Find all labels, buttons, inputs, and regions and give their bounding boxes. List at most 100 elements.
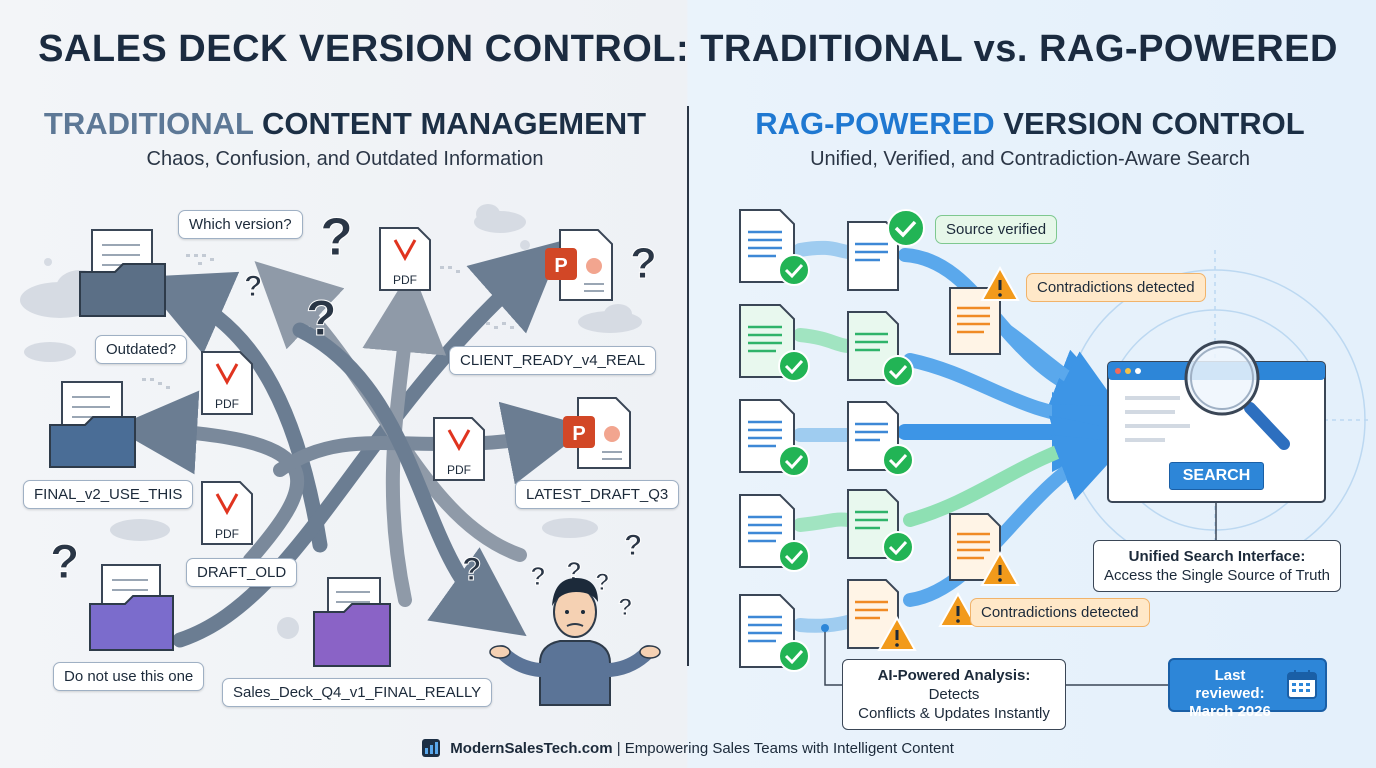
- connector-lines: [824, 503, 1217, 686]
- which-version-label: Which version?: [178, 210, 303, 239]
- center-divider: [687, 106, 689, 666]
- flow-path: [994, 319, 1119, 407]
- pdf-icon: PDF: [201, 351, 253, 415]
- unified-search-title: Unified Search Interface:: [1128, 548, 1306, 565]
- doc-icon: [949, 513, 1001, 581]
- svg-text:?: ?: [595, 569, 610, 596]
- left-illustration: PDF PDF PDF PDF P P ? ? ? ? ? ? ?: [20, 204, 661, 706]
- pdf-text: PDF: [215, 527, 239, 541]
- latest-draft-label: LATEST_DRAFT_Q3: [515, 480, 680, 509]
- flow-path: [903, 415, 1126, 527]
- data-flows: [793, 240, 1132, 633]
- folder-icon: [79, 229, 166, 317]
- check-icon: [778, 445, 810, 477]
- doc-icon: [847, 489, 899, 559]
- ai-analysis-title: AI-Powered Analysis:: [877, 667, 1031, 684]
- footer: ModernSalesTech.com | Empowering Sales T…: [0, 739, 1376, 757]
- doc-icon: [847, 401, 899, 471]
- pdf-text: PDF: [447, 463, 471, 477]
- contradictions-label-1: Contradictions detected: [1026, 273, 1206, 302]
- tangled-arrows: [113, 240, 590, 648]
- last-reviewed-badge: Last reviewed: March 2026: [1168, 658, 1327, 720]
- left-subtitle: Chaos, Confusion, and Outdated Informati…: [146, 148, 544, 170]
- svg-text:?: ?: [50, 536, 79, 589]
- outdated-label: Outdated?: [95, 335, 188, 364]
- right-subtitle: Unified, Verified, and Contradiction-Awa…: [810, 148, 1250, 170]
- powerpoint-icon: P: [563, 397, 631, 469]
- left-heading: TRADITIONAL CONTENT MANAGEMENT: [20, 106, 670, 142]
- check-icon: [882, 531, 914, 563]
- svg-text:?: ?: [320, 207, 353, 267]
- draft-old-label: DRAFT_OLD: [186, 558, 298, 587]
- doc-icon: [949, 287, 1001, 355]
- source-verified-label: Source verified: [935, 215, 1058, 244]
- search-button[interactable]: SEARCH: [1169, 462, 1264, 490]
- flow-path: [903, 434, 1128, 607]
- doc-icon: [739, 209, 795, 283]
- right-heading: RAG-POWERED VERSION CONTROL: [700, 106, 1360, 142]
- ai-analysis-desc-2: Conflicts & Updates Instantly: [858, 705, 1050, 722]
- doc-icon: [739, 304, 795, 378]
- contradictions-label-2: Contradictions detected: [970, 598, 1150, 627]
- doc-icon: [739, 494, 795, 568]
- warning-icon: [980, 265, 1020, 301]
- pdf-icon: PDF: [201, 481, 253, 545]
- ppt-letter: P: [572, 423, 585, 445]
- pdf-icon: PDF: [433, 417, 485, 481]
- doc-icon: [847, 221, 899, 291]
- main-title: SALES DECK VERSION CONTROL: TRADITIONAL …: [38, 28, 1338, 70]
- doc-icon: [739, 594, 795, 668]
- last-reviewed-label: Last reviewed:: [1195, 667, 1265, 702]
- flow-path: [793, 240, 855, 259]
- check-icon: [778, 350, 810, 382]
- do-not-use-label: Do not use this one: [53, 662, 205, 691]
- powerpoint-icon: P: [545, 229, 613, 301]
- brand-logo-icon: [422, 739, 441, 757]
- check-icon: [882, 444, 914, 476]
- check-icon: [882, 355, 914, 387]
- svg-text:?: ?: [244, 270, 262, 303]
- arrow-path: [172, 240, 564, 648]
- arrow-path: [138, 271, 328, 553]
- check-icon: [778, 640, 810, 672]
- ai-analysis-desc-1: Detects: [928, 686, 980, 703]
- client-ready-label: CLIENT_READY_v4_REAL: [449, 346, 657, 375]
- warning-icon: [877, 615, 917, 651]
- magnifier-icon: [1184, 340, 1290, 450]
- footer-tagline: | Empowering Sales Teams with Intelligen…: [616, 740, 954, 757]
- doc-icon: [847, 311, 899, 381]
- folder-icon: [89, 564, 174, 651]
- folder-icon: [49, 381, 136, 468]
- svg-text:?: ?: [630, 239, 657, 288]
- final-v2-label: FINAL_v2_USE_THIS: [23, 480, 194, 509]
- check-icon: [887, 209, 925, 247]
- footer-brand[interactable]: ModernSalesTech.com: [450, 740, 613, 757]
- doc-icon: [739, 399, 795, 473]
- flow-path: [903, 353, 1127, 452]
- flow-path: [793, 328, 855, 353]
- folder-icon: [313, 577, 391, 667]
- left-heading-rest: CONTENT MANAGEMENT: [262, 106, 647, 141]
- left-heading-accent: TRADITIONAL: [43, 106, 254, 141]
- doc-icon: [847, 579, 899, 649]
- warning-icon: [980, 550, 1020, 586]
- last-reviewed-date: March 2026: [1189, 703, 1271, 720]
- svg-text:?: ?: [530, 561, 546, 591]
- svg-text:?: ?: [618, 594, 633, 621]
- pdf-text: PDF: [393, 273, 417, 287]
- flow-path: [793, 512, 855, 532]
- connector-dot: [821, 624, 829, 632]
- ai-analysis-box: AI-Powered Analysis: Detects Conflicts &…: [842, 659, 1066, 730]
- sales-deck-label: Sales_Deck_Q4_v1_FINAL_REALLY: [222, 678, 493, 707]
- unified-search-box: Unified Search Interface: Access the Sin…: [1093, 540, 1341, 592]
- pdf-text: PDF: [215, 397, 239, 411]
- svg-text:?: ?: [462, 551, 482, 587]
- unified-search-desc: Access the Single Source of Truth: [1104, 567, 1330, 584]
- svg-text:?: ?: [306, 290, 337, 346]
- confused-person-icon: [489, 578, 661, 706]
- noise-dots: [142, 254, 514, 389]
- calendar-icon: [1287, 670, 1317, 699]
- check-icon: [778, 254, 810, 286]
- arrow-path: [292, 322, 527, 637]
- right-heading-rest: VERSION CONTROL: [1003, 106, 1305, 141]
